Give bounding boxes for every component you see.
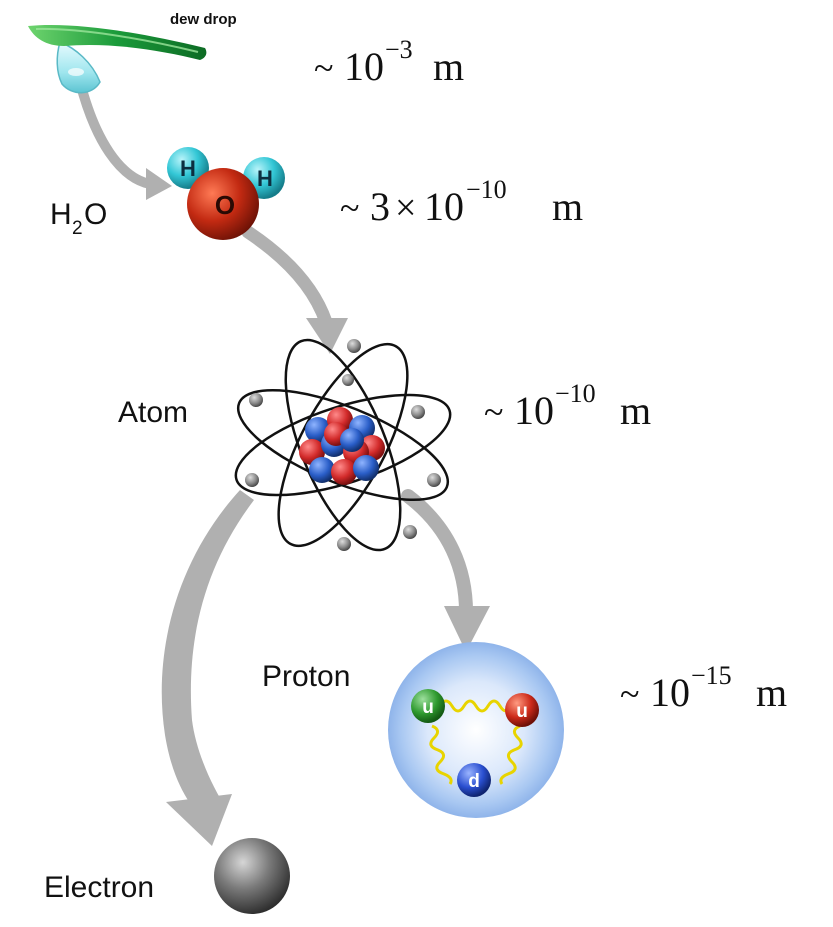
- scale-dew-exponent: −3: [385, 35, 413, 64]
- h2o-subscript: 2: [72, 218, 83, 239]
- h2o-formula-label: H 2 O: [50, 198, 107, 239]
- scale-water-exponent: −10: [466, 175, 507, 204]
- scale-dew: ~ 10 −3 m: [314, 35, 464, 89]
- arrow-dew-to-water: [75, 77, 172, 200]
- atom-illustration: [234, 338, 452, 552]
- arrow-water-to-atom: [241, 225, 348, 354]
- quark-up-right-label: u: [516, 701, 528, 722]
- scale-dew-tilde: ~: [314, 48, 333, 88]
- electron-sphere: [214, 838, 290, 914]
- scale-proton-unit: m: [756, 670, 787, 715]
- scale-water: ~ 3 × 10 −10 m: [340, 175, 583, 229]
- quark-down-label: d: [468, 771, 480, 792]
- scale-water-unit: m: [552, 184, 583, 229]
- scale-atom-unit: m: [620, 388, 651, 433]
- scale-dew-mantissa: 10: [344, 44, 384, 89]
- orbiting-electrons: [245, 339, 441, 551]
- oxygen-symbol: O: [215, 190, 235, 220]
- scale-proton: ~ 10 −15 m: [620, 661, 787, 715]
- hydrogen-left-symbol: H: [180, 156, 196, 181]
- scale-atom-exponent: −10: [555, 379, 596, 408]
- proton-halo: [388, 642, 564, 818]
- scale-water-coefficient: 3: [370, 184, 390, 229]
- scale-water-mantissa: 10: [424, 184, 464, 229]
- scale-proton-mantissa: 10: [650, 670, 690, 715]
- atom-label: Atom: [118, 396, 188, 429]
- dew-drop-label: dew drop: [170, 11, 237, 28]
- dew-drop-illustration: [28, 24, 207, 94]
- scale-atom: ~ 10 −10 m: [484, 379, 651, 433]
- scale-proton-exponent: −15: [691, 661, 732, 690]
- hydrogen-right-symbol: H: [257, 166, 273, 191]
- h2o-o: O: [84, 198, 107, 231]
- scale-atom-tilde: ~: [484, 392, 503, 432]
- scale-water-times: ×: [395, 187, 416, 229]
- proton-illustration: u u d: [388, 642, 564, 818]
- oxygen-atom: [187, 168, 259, 240]
- h2o-h: H: [50, 198, 72, 231]
- arrow-atom-to-electron: [161, 490, 254, 846]
- electron-label: Electron: [44, 871, 154, 904]
- proton-label: Proton: [262, 660, 350, 693]
- quark-up-left-label: u: [422, 697, 434, 718]
- scale-dew-unit: m: [433, 44, 464, 89]
- water-molecule: H H O: [167, 147, 285, 240]
- scale-atom-mantissa: 10: [514, 388, 554, 433]
- quark-up-left: [411, 689, 445, 723]
- scale-water-tilde: ~: [340, 188, 359, 228]
- atom-nucleus: [299, 407, 385, 485]
- scale-proton-tilde: ~: [620, 674, 639, 714]
- quark-down: [457, 763, 491, 797]
- arrow-atom-to-proton: [401, 489, 490, 652]
- quark-up-right: [505, 693, 539, 727]
